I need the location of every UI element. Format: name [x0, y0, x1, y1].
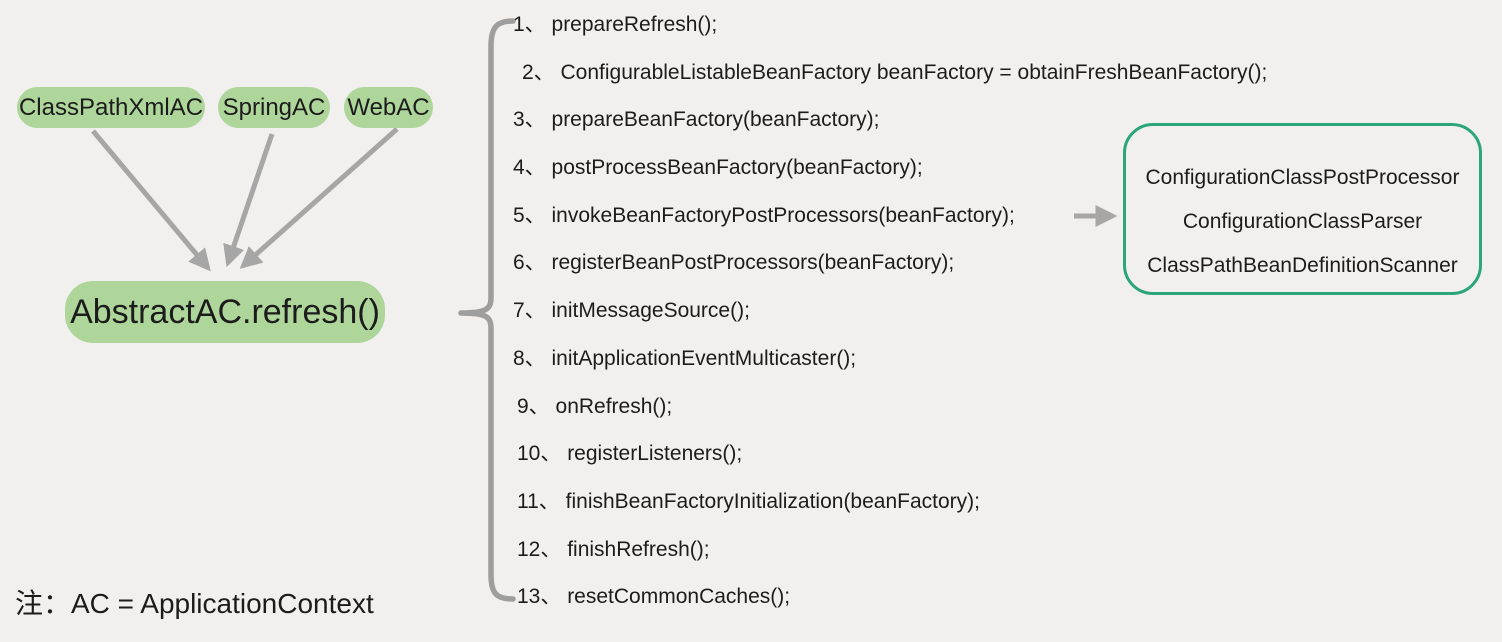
- arrow-springac-to-abstractac: [223, 133, 275, 268]
- abbreviation-note: 注：AC = ApplicationContext: [15, 588, 374, 619]
- node-classpathxmlac: ClassPathXmlAC: [17, 87, 205, 128]
- node-classpathxmlac-label: ClassPathXmlAC: [18, 93, 204, 121]
- step-item: 3、 prepareBeanFactory(beanFactory);: [513, 108, 880, 132]
- detail-line: ConfigurationClassPostProcessor: [1145, 166, 1460, 189]
- step-item: 5、 invokeBeanFactoryPostProcessors(beanF…: [513, 203, 1015, 227]
- arrow-webac-to-abstractac: [239, 127, 399, 269]
- step-item: 11、 finishBeanFactoryInitialization(bean…: [517, 489, 980, 513]
- node-webac: WebAC: [344, 87, 433, 128]
- node-webac-label: WebAC: [347, 93, 430, 121]
- detail-line: ConfigurationClassParser: [1182, 210, 1423, 233]
- node-abstractac-refresh-label: AbstractAC.refresh(): [70, 292, 380, 331]
- step-item: 1、 prepareRefresh();: [513, 13, 718, 36]
- step-item: 10、 registerListeners();: [517, 442, 743, 466]
- step-item: 12、 finishRefresh();: [517, 537, 710, 561]
- step-item: 9、 onRefresh();: [517, 394, 673, 418]
- step5-detail-box: ConfigurationClassPostProcessor Configur…: [1123, 123, 1482, 295]
- refresh-steps-list: 1、 prepareRefresh(); 2、 ConfigurableList…: [513, 12, 1267, 610]
- step-item: 6、 registerBeanPostProcessors(beanFactor…: [513, 251, 955, 275]
- detail-line: ClassPathBeanDefinitionScanner: [1147, 254, 1458, 277]
- step-item: 8、 initApplicationEventMulticaster();: [513, 346, 857, 370]
- node-springac-label: SpringAC: [222, 93, 326, 121]
- arrow-classpathxmlac-to-abstractac: [91, 129, 211, 272]
- node-springac: SpringAC: [218, 87, 330, 128]
- step-item: 13、 resetCommonCaches();: [517, 585, 791, 609]
- steps-brace: [458, 18, 516, 602]
- step-item: 2、 ConfigurableListableBeanFactory beanF…: [522, 60, 1268, 84]
- node-abstractac-refresh: AbstractAC.refresh(): [65, 281, 385, 343]
- step-item: 4、 postProcessBeanFactory(beanFactory);: [513, 156, 923, 180]
- step-item: 7、 initMessageSource();: [513, 299, 750, 323]
